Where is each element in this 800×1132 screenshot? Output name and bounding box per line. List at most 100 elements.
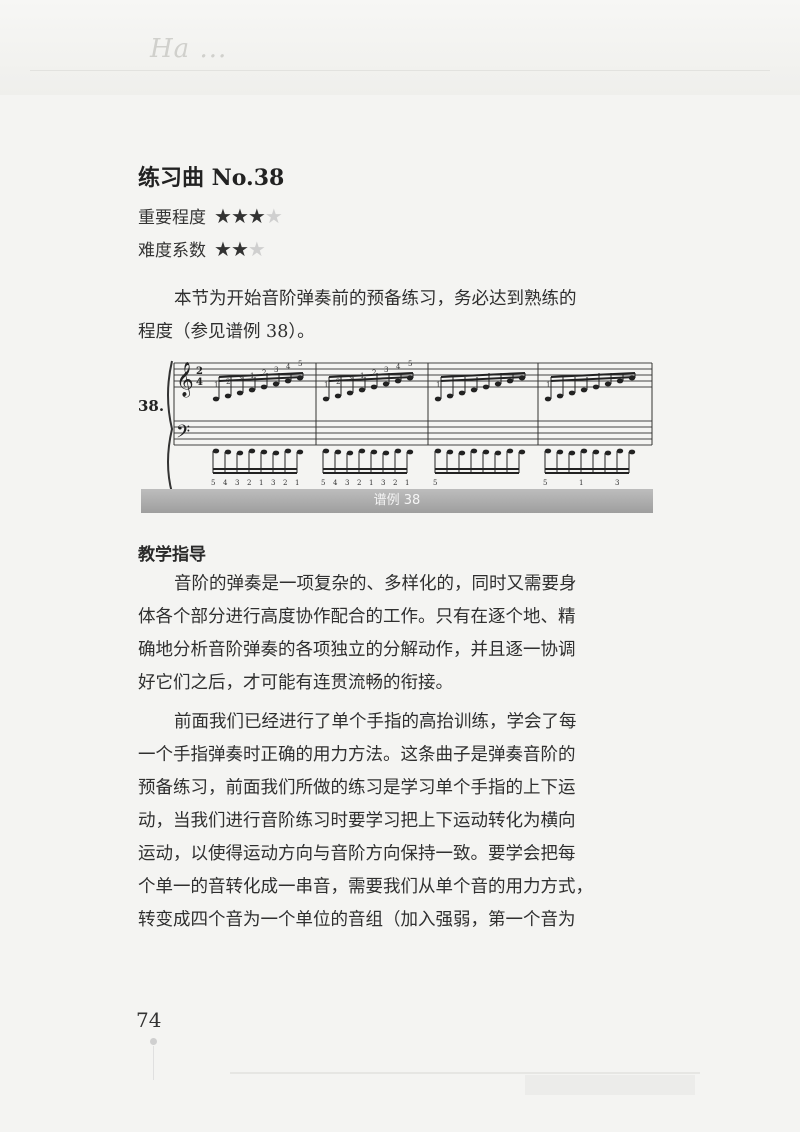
fingering-number: 5	[298, 360, 302, 368]
fingering-number: 5	[321, 479, 325, 487]
treble-beam	[218, 372, 304, 378]
difficulty-stars: ★★★	[214, 237, 266, 261]
treble-beam	[440, 376, 526, 382]
fingering-number: 1	[436, 381, 440, 389]
treble-note	[556, 393, 564, 399]
bass-staff	[174, 420, 652, 446]
fingering-number: 4	[286, 363, 291, 371]
running-header: Ha ...	[0, 0, 800, 95]
fingering-number: 3	[238, 375, 242, 383]
fingering-number: 3	[384, 366, 388, 374]
treble-note	[616, 378, 624, 384]
bass-note	[212, 448, 220, 454]
text-line: 好它们之后，才可能有连贯流畅的衔接。	[138, 673, 453, 693]
star-empty-icon: ★	[247, 237, 266, 261]
teaching-paragraph-1: 音阶的弹奏是一项复杂的、多样化的，同时又需要身 体各个部分进行高度协作配合的工作…	[138, 568, 650, 700]
treble-note	[580, 387, 588, 393]
bass-note	[296, 449, 304, 455]
intro-line: 本节为开始音阶弹奏前的预备练习，务必达到熟练的	[174, 289, 577, 309]
treble-clef-icon: 𝄞	[176, 362, 194, 398]
bass-note	[518, 449, 526, 455]
bass-note	[544, 448, 552, 454]
bass-note	[346, 450, 354, 456]
fingering-number: 2	[393, 479, 397, 487]
treble-note	[568, 390, 576, 396]
fingering-number: 3	[271, 479, 275, 487]
fingering-number: 1	[214, 381, 218, 389]
treble-note	[370, 384, 378, 390]
treble-note	[346, 390, 354, 396]
fingering-number: 1	[295, 479, 299, 487]
fingering-number: 4	[333, 479, 338, 487]
treble-note	[604, 381, 612, 387]
treble-note	[272, 381, 280, 387]
importance-label: 重要程度	[138, 208, 206, 228]
bass-note	[334, 449, 342, 455]
text-line: 音阶的弹奏是一项复杂的、多样化的，同时又需要身	[174, 574, 577, 594]
fingering-number: 3	[274, 366, 278, 374]
treble-note	[592, 384, 600, 390]
time-signature-upper: 2	[196, 366, 203, 377]
text-line: 一个手指弹奏时正确的用力方法。这条曲子是弹奏音阶的	[138, 745, 576, 765]
fingering-number: 5	[211, 479, 215, 487]
fingering-number: 2	[226, 378, 230, 386]
bass-note	[446, 449, 454, 455]
fingering-number: 4	[223, 479, 228, 487]
section-heading: 教学指导	[138, 545, 206, 565]
bass-note	[406, 449, 414, 455]
fingering-number: 5	[543, 479, 547, 487]
bass-note	[434, 448, 442, 454]
example-number: 38.	[138, 397, 164, 415]
treble-note	[544, 396, 552, 402]
treble-note	[358, 387, 366, 393]
header-rule	[30, 70, 770, 71]
fingering-number: 1	[250, 372, 254, 380]
star-icon: ★	[214, 204, 232, 228]
fingering-number: 2	[247, 479, 251, 487]
text-line: 体各个部分进行高度协作配合的工作。只有在逐个地、精	[138, 607, 576, 627]
treble-beam	[328, 376, 414, 382]
fingering-number: 3	[348, 375, 352, 383]
bass-note	[616, 448, 624, 454]
fingering-number: 2	[357, 479, 361, 487]
fingering-number: 3	[235, 479, 239, 487]
fingering-number: 1	[369, 479, 373, 487]
fingering-number: 2	[283, 479, 287, 487]
fingering-number: 1	[546, 381, 550, 389]
difficulty-rating: 难度系数 ★★★	[138, 236, 266, 261]
bass-note	[236, 450, 244, 456]
fingering-number: 1	[405, 479, 409, 487]
intro-line: 程度（参见谱例 38）。	[138, 322, 315, 342]
treble-beam	[328, 372, 414, 378]
bass-note	[284, 448, 292, 454]
fingering-number: 1	[579, 479, 583, 487]
bass-note	[580, 448, 588, 454]
bass-note	[370, 449, 378, 455]
page-marker-line	[153, 1046, 154, 1080]
treble-note	[382, 381, 390, 387]
bass-note	[494, 450, 502, 456]
star-icon: ★	[247, 204, 266, 228]
fingering-number: 1	[324, 381, 328, 389]
fingering-number: 5	[433, 479, 437, 487]
bass-note	[482, 449, 490, 455]
footer-rule	[230, 1072, 700, 1074]
teaching-paragraph-2: 前面我们已经进行了单个手指的高抬训练，学会了每 一个手指弹奏时正确的用力方法。这…	[138, 706, 650, 937]
treble-note	[446, 393, 454, 399]
bass-note	[358, 448, 366, 454]
etude-title: 练习曲 No.38	[138, 165, 285, 191]
bass-note	[604, 450, 612, 456]
difficulty-label: 难度系数	[138, 241, 206, 261]
fingering-number: 2	[262, 369, 266, 377]
bass-note	[260, 449, 268, 455]
star-empty-icon: ★	[264, 204, 283, 228]
barlines	[173, 363, 653, 445]
treble-note	[394, 378, 402, 384]
treble-note	[494, 381, 502, 387]
treble-note	[322, 396, 330, 402]
bass-clef-icon: 𝄢	[176, 422, 190, 447]
bass-note	[382, 450, 390, 456]
fingering-number: 2	[372, 369, 376, 377]
